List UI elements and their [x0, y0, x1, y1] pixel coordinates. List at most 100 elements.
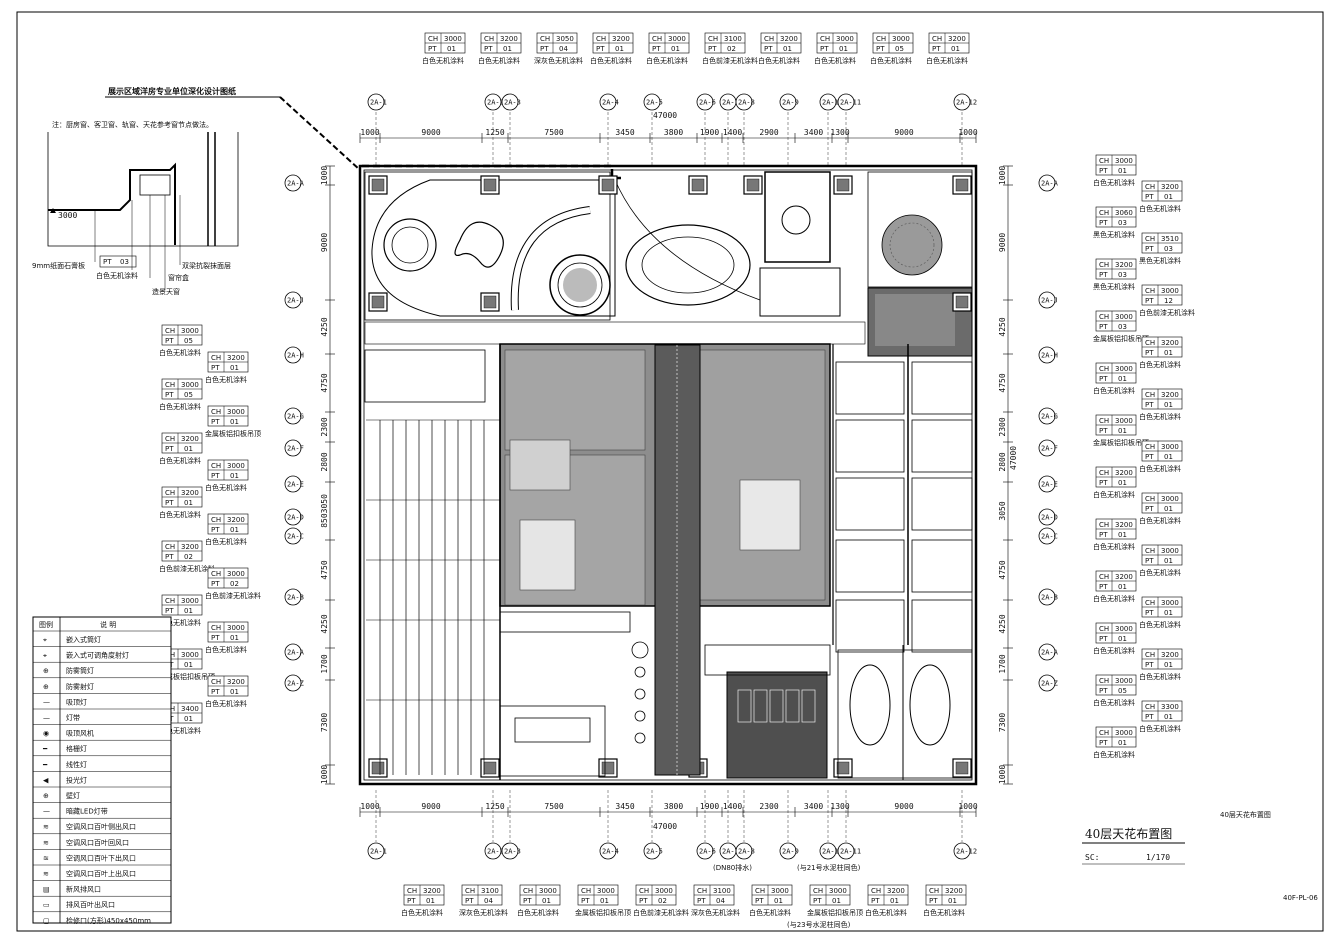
- axis-bubble-2A-J: [1038, 291, 1056, 309]
- axis-bubble-2A-A: [1038, 643, 1056, 661]
- tag-pt-value: 01: [230, 472, 239, 480]
- axis-bubble-2A-10: [819, 93, 837, 111]
- dimension-right: 1000900042504750230028003050475042501700…: [998, 166, 1013, 785]
- banner-text: 展示区域洋房专业单位深化设计图纸: [107, 86, 236, 96]
- legend: 图例 说 明 ⌖嵌入式筒灯⌖嵌入式可调角度射灯⊕防雾筒灯⊕防雾射灯—吸顶灯—灯带…: [32, 616, 172, 925]
- tag-material: 白色前漆无机涂料: [702, 56, 758, 65]
- tag-ch-value: 3200: [227, 354, 245, 362]
- tag-pt-value: 01: [1118, 635, 1127, 643]
- axis-label: 2A-9: [782, 848, 799, 856]
- legend-symbol-icon: ≋: [43, 870, 49, 878]
- tag-ch-label: CH: [1145, 599, 1155, 607]
- axis-label: 2A-A: [1041, 649, 1059, 657]
- tag-ch-label: CH: [484, 35, 494, 43]
- legend-item-14: 空调风口百叶下出风口: [66, 853, 136, 862]
- tag-ch-value: 3000: [1115, 625, 1133, 633]
- axis-label: 2A-H: [287, 352, 304, 360]
- dim-bottom-9: 3400: [804, 802, 823, 811]
- tag-ch-value: 3300: [1161, 703, 1179, 711]
- legend-item-0: 嵌入式筒灯: [66, 635, 101, 644]
- axis-label: 2A-A: [287, 649, 305, 657]
- tag-ch-label: CH: [1099, 677, 1109, 685]
- office-room: [835, 419, 905, 473]
- dim-right-4: 2300: [998, 417, 1007, 436]
- tag-pt-value: 01: [184, 715, 193, 723]
- tag-pt-value: 05: [895, 45, 904, 53]
- axis-label: 2A-12: [956, 848, 977, 856]
- legend-symbol-icon: —: [43, 808, 50, 816]
- tag-pt-label: PT: [1099, 635, 1108, 643]
- axis-label: 2A-1: [370, 99, 387, 107]
- tag-ch-label: CH: [755, 887, 765, 895]
- tag-material: 白色无机涂料: [749, 908, 791, 917]
- tag-pt-value: 01: [832, 897, 841, 905]
- axis-label: 2A-6: [699, 99, 716, 107]
- tag-pt-label: PT: [1099, 323, 1108, 331]
- legend-symbol-icon: ≋: [43, 854, 49, 862]
- tag-material: 白色无机涂料: [646, 56, 688, 65]
- tag-material: 白色无机涂料: [478, 56, 520, 65]
- dim-left-8: 4250: [320, 614, 329, 633]
- office-room: [911, 477, 973, 531]
- tag-ch-label: CH: [1145, 495, 1155, 503]
- tag-ch-value: 3000: [892, 35, 910, 43]
- tag-ch-value: 3200: [945, 887, 963, 895]
- axis-label: 2A-F: [287, 445, 304, 453]
- tag-ch-label: CH: [1099, 313, 1109, 321]
- tag-material: 黑色无机涂料: [1139, 256, 1181, 265]
- axis-label: 2A-6: [699, 848, 716, 856]
- tag-pt-value: 01: [774, 897, 783, 905]
- tag-material: 白色无机涂料: [1139, 360, 1181, 369]
- legend-symbol-icon: ≋: [43, 823, 49, 831]
- tag-pt-value: 01: [1164, 609, 1173, 617]
- axis-label: 2A-E: [287, 481, 304, 489]
- tag-pt-label: PT: [1145, 349, 1154, 357]
- tag-pt-label: PT: [1099, 271, 1108, 279]
- detail-note: 注：厨房窗、客卫窗、轨窗、天花参考窗节点做法。: [52, 120, 213, 129]
- dim-top-4: 3450: [615, 128, 634, 137]
- tag-pt-label: PT: [708, 45, 717, 53]
- axis-bubble-2A-H: [284, 346, 302, 364]
- tag-pt-label: PT: [211, 364, 220, 372]
- tag-pt-value: 01: [1118, 479, 1127, 487]
- tag-ch-value: 3100: [724, 35, 742, 43]
- tag-ch-label: CH: [465, 887, 475, 895]
- note-bottom-1: (DN80排水): [713, 863, 752, 872]
- tag-pt-label: PT: [211, 580, 220, 588]
- tag-material: 白色无机涂料: [159, 348, 201, 357]
- tag-ch-value: 3000: [655, 887, 673, 895]
- tag-pt-value: 02: [230, 580, 239, 588]
- tag-ch-label: CH: [639, 887, 649, 895]
- axis-label: 2A-Z: [287, 680, 304, 688]
- tag-ch-label: CH: [708, 35, 718, 43]
- tag-pt-value: 01: [542, 897, 551, 905]
- legend-item-17: 排风百叶出风口: [66, 900, 115, 909]
- tag-pt-label: PT: [1145, 193, 1154, 201]
- axis-label: 2A-J: [1041, 297, 1058, 305]
- detail-label-4: 造景天窗: [152, 287, 180, 296]
- tag-pt-value: 03: [1118, 323, 1127, 331]
- tag-pt-label: PT: [428, 45, 437, 53]
- tag-pt-value: 03: [1118, 219, 1127, 227]
- tag-pt-label: PT: [581, 897, 590, 905]
- tag-ch-label: CH: [1145, 235, 1155, 243]
- office-room: [911, 419, 973, 473]
- total-width-bottom: 47000: [653, 822, 677, 831]
- tag-material: 白色无机涂料: [1093, 542, 1135, 551]
- axis-label: 2A-4: [602, 848, 619, 856]
- dim-bottom-11: 9000: [894, 802, 913, 811]
- tag-material: 白色无机涂料: [401, 908, 443, 917]
- axis-bubble-2A-D: [1038, 508, 1056, 526]
- tag-ch-label: CH: [1099, 417, 1109, 425]
- tag-pt-value: 01: [1164, 505, 1173, 513]
- tag-pt-label: PT: [1145, 297, 1154, 305]
- tag-ch-value: 3200: [1115, 261, 1133, 269]
